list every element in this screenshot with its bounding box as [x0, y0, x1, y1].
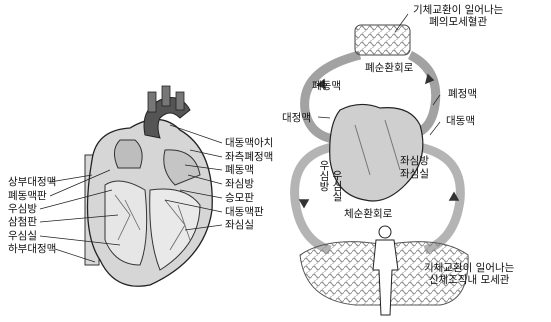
- label-left-atrium-circ: 좌심방: [400, 155, 429, 167]
- label-systemic-circuit: 체순환회로: [344, 208, 392, 220]
- label-inferior-vena-cava: 하부대정맥: [8, 243, 56, 255]
- label-pulmonary-artery-circ: 폐동맥: [312, 80, 341, 92]
- label-pulmonary-circuit: 폐순환회로: [365, 62, 413, 74]
- label-aortic-arch: 대동맥아치: [225, 137, 273, 149]
- label-pulmonary-valve: 폐동맥판: [8, 190, 47, 202]
- label-lung-capillaries: 기체교환이 일어나는 폐의모세혈관: [413, 4, 503, 28]
- label-right-ventricle-circ: 우심실: [331, 170, 342, 202]
- label-aorta-circ: 대동맥: [446, 115, 475, 127]
- label-right-atrium-circ: 우심방: [318, 160, 329, 192]
- label-right-atrium: 우심방: [8, 203, 37, 215]
- circulation-heart: [330, 104, 423, 201]
- label-left-ventricle-circ: 좌심실: [400, 168, 429, 180]
- label-left-atrium-heart: 좌심방: [225, 178, 254, 190]
- label-right-ventricle: 우심실: [8, 230, 37, 242]
- label-mitral-valve: 승모판: [225, 192, 254, 204]
- label-left-ventricle-heart: 좌심실: [225, 219, 254, 231]
- label-tricuspid-valve: 삼첨판: [8, 216, 37, 228]
- label-pulmonary-artery-heart: 폐동맥: [225, 164, 254, 176]
- lung-capillary-bed: [355, 25, 410, 55]
- label-superior-vena-cava: 상부대정맥: [8, 176, 56, 188]
- label-aortic-valve: 대동맥판: [225, 206, 264, 218]
- label-left-pulmonary-vein: 좌측폐정맥: [225, 151, 273, 163]
- label-vena-cava-circ: 대정맥: [282, 112, 311, 124]
- heart-illustration: [40, 86, 222, 286]
- label-tissue-capillaries: 기체교환이 일어나는 신체조직내 모세관: [424, 262, 514, 286]
- label-pulmonary-vein-circ: 폐정맥: [448, 88, 477, 100]
